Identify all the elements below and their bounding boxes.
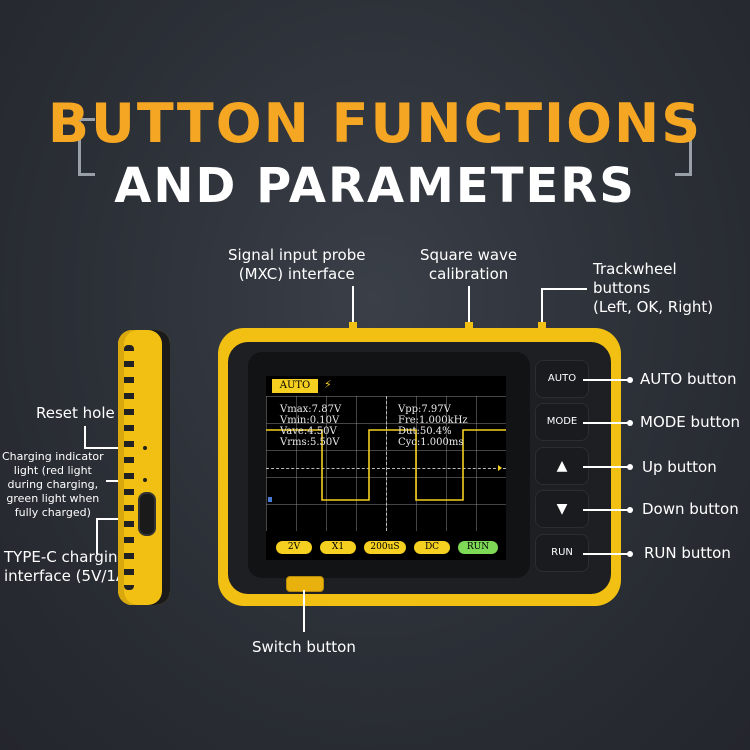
trackwheel-leader-h (541, 288, 587, 290)
mode-leader-dot (627, 420, 633, 426)
pill-timebase: 200uS (364, 541, 406, 554)
switch-button[interactable] (286, 576, 324, 592)
signal-input-leader (352, 286, 354, 326)
channel-marker (268, 497, 272, 502)
readings-left: Vmax:7.87V Vmin:0.10V Vave:4.50V Vrms:5.… (280, 404, 342, 448)
readings-right: Vpp:7.97V Fre:1.000kHz Dut:50.4% Cyc:1.0… (398, 404, 468, 448)
trackwheel-leader-v (541, 288, 543, 326)
reset-hole-leader-h (84, 447, 140, 449)
right-bracket (675, 118, 692, 176)
reset-hole-leader-v (84, 426, 86, 448)
pill-voltage: 2V (276, 541, 312, 554)
mode-leader (583, 422, 629, 424)
pill-coupling: DC (414, 541, 450, 554)
device-side-grip (124, 345, 134, 590)
up-button[interactable]: ▲ (535, 447, 589, 485)
type-c-leader-v (96, 518, 98, 554)
pill-probe: X1 (320, 541, 356, 554)
heading-line1: BUTTON FUNCTIONS (47, 92, 703, 155)
auto-button-label: AUTO button (640, 370, 737, 388)
down-button-label: Down button (642, 500, 739, 518)
trigger-marker (498, 465, 502, 471)
run-button-label: RUN button (644, 544, 731, 562)
reset-hole-label: Reset hole (36, 404, 115, 422)
square-wave-leader (468, 286, 470, 326)
switch-leader (303, 590, 305, 632)
run-button[interactable]: RUN (535, 534, 589, 572)
trackwheel[interactable] (538, 322, 546, 330)
down-leader (583, 509, 629, 511)
pill-run: RUN (458, 541, 498, 554)
trackwheel-label: Trackwheel buttons (Left, OK, Right) (593, 260, 714, 316)
probe-interface[interactable] (349, 322, 357, 330)
up-button-label: Up button (642, 458, 717, 476)
type-c-label: TYPE-C charging interface (5V/1A) (4, 548, 133, 585)
left-bracket (78, 118, 95, 176)
auto-leader-dot (627, 377, 633, 383)
waveform (266, 429, 506, 502)
up-leader-dot (627, 464, 633, 470)
run-leader (583, 553, 629, 555)
square-wave-label: Square wave calibration (420, 246, 518, 283)
oscilloscope-screen: AUTO ⚡ Vmax:7.87V Vmin:0.10V Vave:4.50V … (266, 376, 506, 560)
signal-input-label: Signal input probe (MXC) interface (228, 246, 366, 283)
down-button[interactable]: ▼ (535, 490, 589, 528)
screen-mode-tab: AUTO (272, 379, 318, 393)
run-leader-dot (627, 551, 633, 557)
auto-leader (583, 379, 629, 381)
square-waveform-trace (266, 429, 506, 501)
mode-button[interactable]: MODE (535, 403, 589, 441)
reset-hole[interactable] (143, 446, 147, 450)
down-leader-dot (627, 507, 633, 513)
type-c-port[interactable] (138, 492, 156, 536)
up-leader (583, 466, 629, 468)
switch-button-label: Switch button (252, 638, 356, 656)
grid-center-vertical (386, 396, 388, 531)
charging-indicator-light (143, 478, 147, 482)
bolt-icon: ⚡ (324, 378, 332, 391)
charging-indicator-label: Charging indicator light (red light duri… (2, 450, 104, 519)
square-wave-terminal[interactable] (465, 322, 473, 330)
heading-line2: AND PARAMETERS (114, 158, 636, 214)
mode-button-label: MODE button (640, 413, 741, 431)
auto-button[interactable]: AUTO (535, 360, 589, 398)
